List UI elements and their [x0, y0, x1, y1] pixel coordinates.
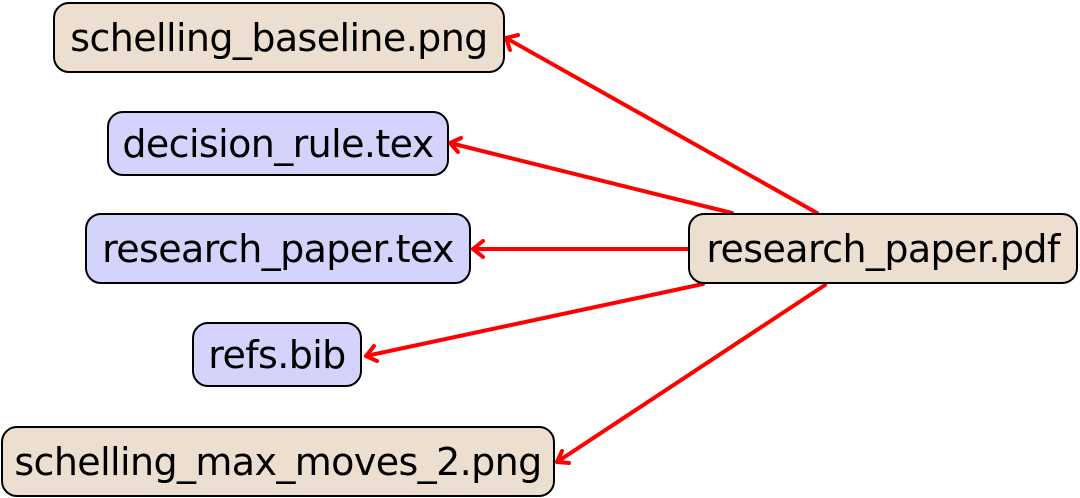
edge-pdf-to-research-paper-tex [471, 239, 690, 259]
node-label: research_paper.tex [102, 226, 454, 271]
node-label: schelling_max_moves_2.png [14, 439, 542, 484]
edge-pdf-to-max-moves-png [555, 283, 827, 465]
node-label: schelling_baseline.png [70, 15, 488, 60]
edge-pdf-to-decision-rule-tex [448, 136, 734, 215]
node-schelling-baseline-png[interactable]: schelling_baseline.png [53, 2, 505, 73]
node-research-paper-pdf[interactable]: research_paper.pdf [688, 213, 1078, 284]
edge-pdf-to-baseline-png [504, 33, 819, 215]
node-label: research_paper.pdf [706, 226, 1060, 271]
node-refs-bib[interactable]: refs.bib [192, 322, 362, 387]
node-label: decision_rule.tex [122, 121, 434, 166]
node-label: refs.bib [208, 332, 346, 377]
edge-pdf-to-refs-bib [364, 282, 705, 363]
node-research-paper-tex[interactable]: research_paper.tex [85, 213, 471, 284]
node-decision-rule-tex[interactable]: decision_rule.tex [107, 111, 449, 176]
node-schelling-max-moves-2-png[interactable]: schelling_max_moves_2.png [1, 426, 555, 497]
